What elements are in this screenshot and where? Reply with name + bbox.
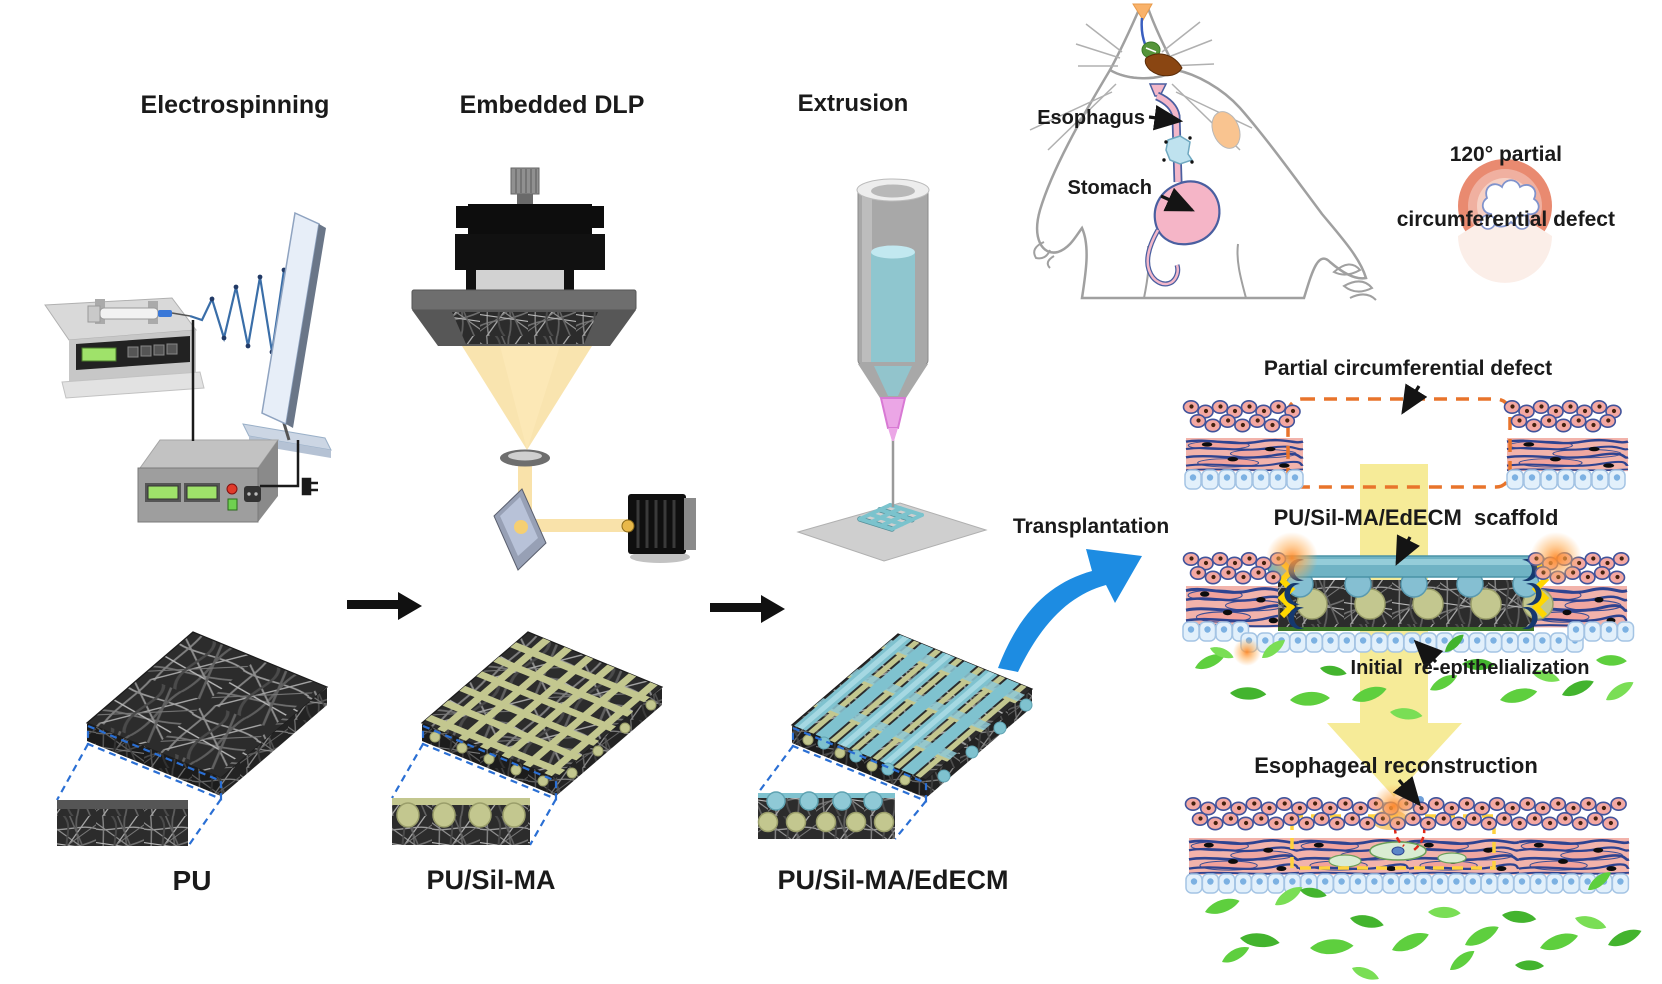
focus-lens-icon [500, 449, 550, 467]
syringe-pump-icon [44, 297, 205, 399]
reepith-arrow [1413, 639, 1444, 670]
esophagus-arrow [1148, 105, 1184, 131]
pu-silma-label: PU/Sil-MA [426, 865, 556, 895]
defect-arrow [1401, 383, 1428, 415]
arrow-step-1 [347, 592, 422, 620]
print-platform-icon [796, 502, 988, 562]
pu-scaffold [56, 631, 329, 846]
defect-tissue-row [1184, 397, 1630, 489]
syringe-barrel-icon [856, 178, 930, 507]
build-platform-icon [411, 289, 637, 346]
scaffold-label: PU/Sil-MA/EdECM scaffold [1273, 505, 1559, 530]
rat-mouth [1144, 53, 1183, 77]
partial-defect-label: Partial circumferential defect [1263, 357, 1553, 380]
rat-illustration [1029, 3, 1377, 301]
stomach-label: Stomach [1067, 177, 1152, 199]
reconstruction-label: Esophageal reconstruction [1254, 753, 1538, 778]
printed-lattice-icon [857, 503, 924, 532]
electrospinning-title: Electrospinning [140, 91, 330, 119]
power-supply-icon [137, 439, 279, 523]
step-arrows [347, 592, 785, 623]
pu-silma-scaffold [391, 631, 664, 846]
pu-cross-section-inset [56, 724, 223, 846]
defect-dashed-box [1286, 397, 1512, 489]
reepithelialization-label: Initial re-epithelialization [1350, 657, 1590, 679]
implanted-scaffold [1267, 555, 1554, 631]
projector-icon [621, 494, 696, 563]
esophagus-label: Esophagus [1037, 107, 1145, 129]
rat-graft-patch [1162, 135, 1194, 165]
extrusion-apparatus [796, 178, 988, 562]
defect-cross-section [1458, 159, 1552, 283]
rat-nose [1132, 3, 1153, 21]
projection-light-icon [462, 346, 628, 532]
stepper-motor-icon [455, 167, 605, 290]
reconstruction-arrow [1392, 776, 1422, 807]
embedded-dlp-title: Embedded DLP [459, 91, 645, 119]
bio-ink [871, 245, 915, 362]
transplantation-label: Transplantation [1012, 515, 1170, 538]
arrow-step-2 [710, 595, 785, 623]
electrospinning-apparatus [44, 211, 332, 523]
edecm-cross-section-inset [757, 726, 928, 840]
collector-plate-icon [242, 211, 332, 458]
dlp-apparatus [411, 167, 696, 571]
scaffold-tissue-row [1184, 555, 1629, 631]
stomach-arrow [1160, 187, 1195, 212]
defect-120-label: 120° partial circumferential defect [1396, 142, 1615, 231]
pu-silma-edecm-label: PU/Sil-MA/EdECM [777, 865, 1009, 895]
nozzle-icon [879, 397, 907, 441]
label-arrows [1148, 105, 1444, 807]
pu-label: PU [172, 865, 212, 896]
rat-shoulder [1211, 111, 1241, 149]
scaffold-arrow [1395, 534, 1420, 566]
pu-silma-cross-section-inset [391, 724, 558, 846]
wires [191, 320, 318, 496]
extrusion-title: Extrusion [797, 90, 909, 117]
mirror-icon [493, 488, 547, 571]
edecm-scaffold [757, 633, 1034, 840]
transplantation-arrow [998, 549, 1142, 672]
